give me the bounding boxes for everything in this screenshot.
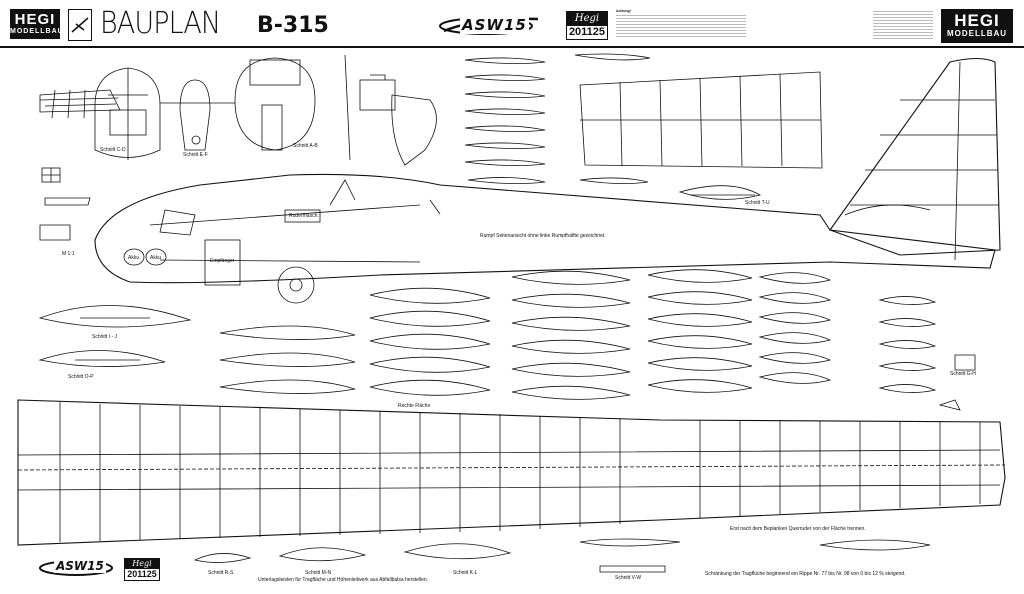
plan-header: HEGI MODELLBAU BAUPLAN B-315 ASW15 Hegi … (0, 0, 1024, 48)
label-section-ij: Schnitt I - J (92, 334, 118, 340)
section-cd-drawing (94, 67, 161, 160)
label-section-op: Schnitt O-P (68, 374, 94, 380)
logo-text: HEGI (954, 11, 1000, 30)
label-scale: M 1:1 (62, 251, 75, 257)
wing-joiner-detail (39, 89, 121, 119)
plane-icon (71, 17, 89, 33)
plan-number: B-315 (257, 13, 329, 38)
label-battery-2: Akku (150, 255, 162, 261)
label-section-tu: Schnitt T-U (745, 200, 770, 206)
label-aileron-note: Erst nach dem Beplanken Querruder von de… (730, 526, 866, 532)
section-tu-drawing (678, 185, 762, 200)
tail-detail (938, 354, 976, 411)
notice-heading: Achtung! (616, 9, 631, 13)
hegi-logo-left: HEGI MODELLBAU (10, 9, 64, 39)
wing-plan-view (17, 399, 1006, 546)
label-template-note: Unterlagsleisten für Tragfläche und Höhe… (258, 577, 429, 583)
model-name: ASW15 (54, 559, 106, 573)
plan-stamp: Hegi 201125 (566, 11, 608, 40)
signature-mark: Hegi (125, 559, 159, 569)
label-right-wing: Rechte Fläche (398, 403, 431, 409)
label-section-rs: Schnitt R-S (208, 570, 234, 576)
hegi-logo-right: HEGI MODELLBAU (941, 9, 1013, 43)
tool-icon-box (68, 9, 92, 41)
fittings-drawing (39, 167, 91, 241)
label-section-gh: Schnitt G-H (950, 371, 976, 377)
label-washout-note: Schränkung der Tragflüche beginnend ein … (705, 571, 906, 577)
wing-ribs-middle (511, 269, 753, 400)
plan-stamp-bottom: Hegi 201125 (124, 558, 160, 581)
label-receiver: Empfänger (210, 258, 235, 264)
copyright-notice (873, 9, 933, 39)
wing-ribs-right (758, 272, 937, 393)
asw15-logo: ASW15 (438, 13, 548, 41)
label-section-kl: Schnitt K-L (453, 570, 478, 576)
logo-subtext: MODELLBAU (10, 28, 64, 35)
asw15-logo-bottom: ASW15 (38, 556, 118, 582)
label-section-vw: Schnitt V-W (615, 575, 642, 581)
engine-mount-drawing (344, 54, 437, 166)
signature-mark: Hegi (567, 12, 607, 26)
label-section-mn: Schnitt M-N (305, 570, 332, 576)
stamp-number: 201125 (568, 26, 606, 38)
stab-ribs (464, 53, 651, 184)
label-fuselage-note: Rumpf Seitenansicht ohne linke Rumpfhälf… (480, 233, 606, 239)
label-battery-1: Akku (128, 255, 140, 261)
elevator-plan-view (579, 71, 823, 169)
label-section-ab: Schnitt A-B (293, 143, 318, 149)
section-ef-drawing (160, 79, 235, 151)
label-section-cd: Schnitt C-D (100, 147, 126, 153)
safety-notice: Achtung! (616, 9, 746, 38)
fin-rudder-drawing (829, 57, 1001, 261)
logo-text: HEGI (14, 11, 56, 28)
model-name: ASW15 (460, 16, 529, 34)
fuselage-side-view (94, 173, 996, 304)
stamp-number: 201125 (127, 569, 157, 579)
root-sections (38, 305, 192, 367)
plan-title: BAUPLAN (100, 6, 221, 41)
section-ab-drawing (234, 57, 316, 151)
wing-ribs-left (219, 287, 491, 396)
bottom-sections (193, 538, 931, 573)
label-rudder-servo: Rudermasch. (289, 213, 319, 219)
logo-subtext: MODELLBAU (946, 29, 1008, 38)
label-section-ef: Schnitt E-F (183, 152, 208, 158)
